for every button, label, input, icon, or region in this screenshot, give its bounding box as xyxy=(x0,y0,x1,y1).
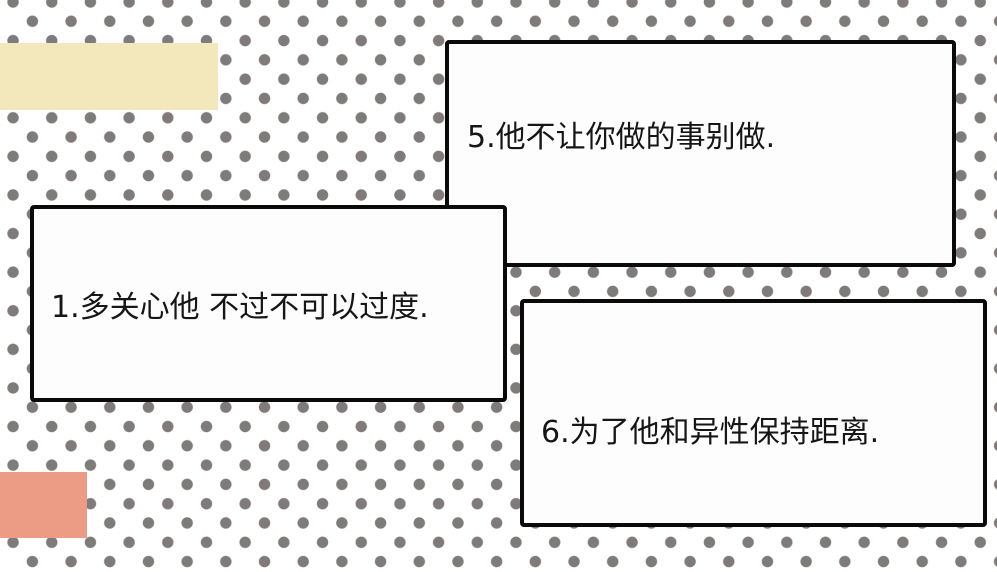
tip-card-6-text: 6.为了他和异性保持距离. xyxy=(541,415,880,450)
yellow-accent-block xyxy=(0,43,218,110)
tip-card-5: 5.他不让你做的事别做. xyxy=(445,40,956,267)
tip-card-6: 6.为了他和异性保持距离. xyxy=(520,299,987,527)
tip-card-1-text: 1.多关心他 不过不可以过度. xyxy=(51,289,429,325)
salmon-accent-block xyxy=(0,472,87,538)
tip-card-1: 1.多关心他 不过不可以过度. xyxy=(30,205,507,402)
tip-card-5-text: 5.他不让你做的事别做. xyxy=(467,120,776,155)
